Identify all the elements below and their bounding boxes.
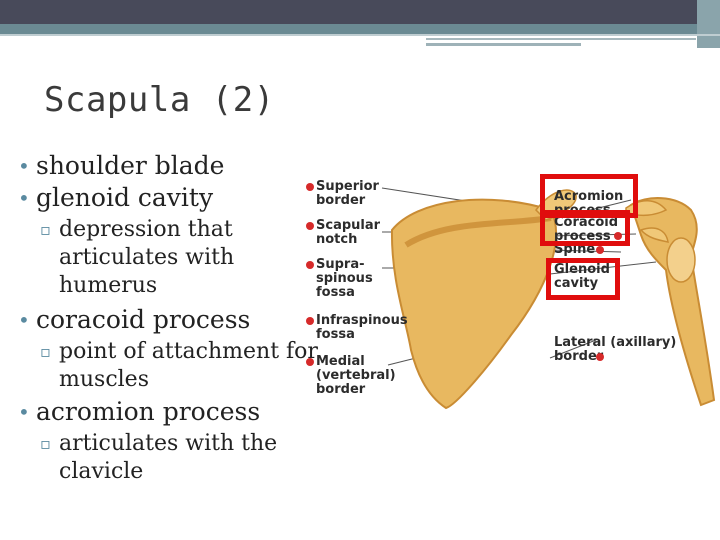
bullet-item: acromion process [18,396,318,428]
label-dot [306,183,314,191]
label-glenoid-cavity: Glenoid cavity [554,262,610,291]
label-supraspinous-fossa: Supra-spinous fossa [316,257,373,300]
scapula-illustration: Superior border Scapular notch Supra-spi… [296,170,720,410]
bullet-item: glenoid cavity [18,182,318,214]
slide-title: Scapula (2) [44,80,275,120]
topbar-dark [0,0,720,24]
label-dot [306,222,314,230]
bullet-list: shoulder blade glenoid cavity depression… [18,150,318,486]
label-dot [614,232,622,240]
topbar-line [426,43,581,46]
label-dot [306,358,314,366]
bullet-item: coracoid process [18,304,318,336]
topbar-line [426,38,696,40]
sub-bullet-item: depression that articulates with humerus [18,216,318,300]
label-scapular-notch: Scapular notch [316,218,381,247]
label-lateral-border: Lateral (axillary) border [554,335,677,364]
label-dot [306,317,314,325]
scapula-back-view [390,198,558,410]
topbar-teal [0,24,720,34]
label-dot [596,353,604,361]
label-medial-border: Medial (vertebral) border [316,354,396,397]
bullet-item: shoulder blade [18,150,318,182]
label-dot [596,246,604,254]
sub-bullet-item: articulates with the clavicle [18,430,318,486]
scapula-lateral-view [629,197,716,407]
label-spine: Spine [554,242,596,257]
topbar-line [0,34,720,36]
label-superior-border: Superior border [316,179,379,208]
label-dot [306,261,314,269]
sub-bullet-item: point of attachment for muscles [18,338,318,394]
label-infraspinous-fossa: Infraspinous fossa [316,313,408,342]
highlight-box-glenoid [546,258,620,300]
highlight-box-acromion [540,174,638,218]
label-coracoid-process: Coracoid process [554,215,619,244]
topbar-accent-block [697,0,720,48]
highlight-box-coracoid [540,210,630,246]
